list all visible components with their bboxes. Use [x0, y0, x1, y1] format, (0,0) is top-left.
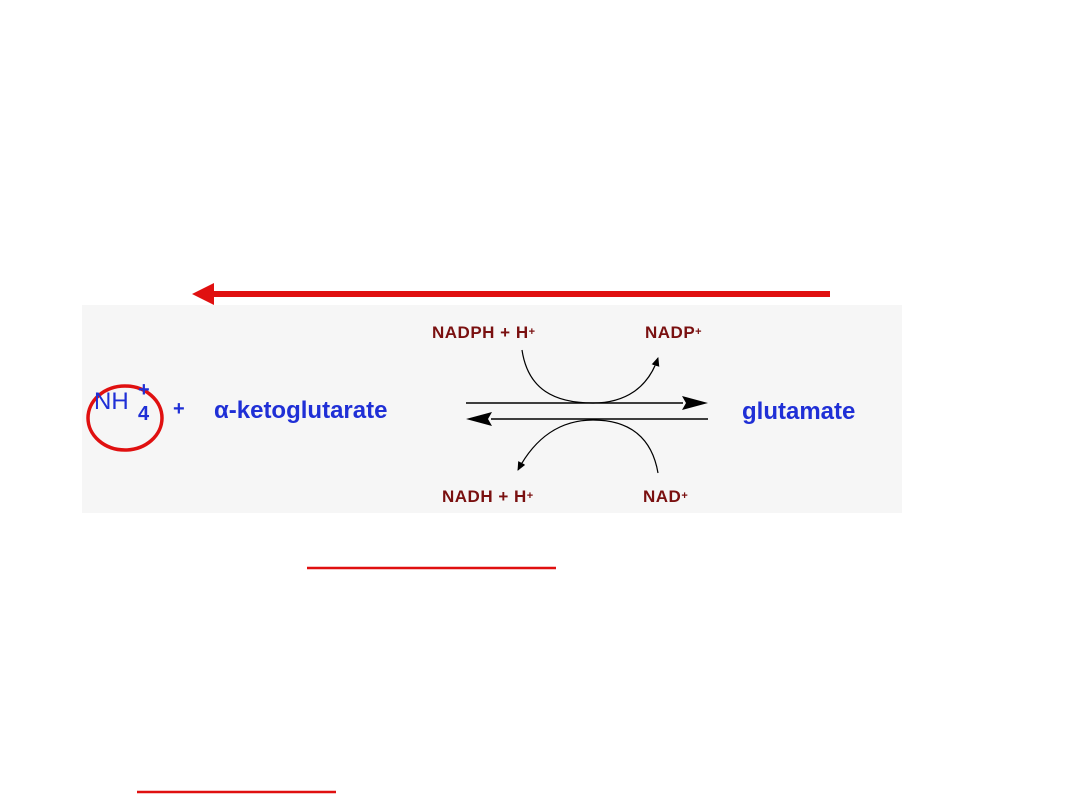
ammonium-label: NH + 4: [94, 380, 150, 424]
forward-cofactor-curve: [521, 349, 660, 404]
ammonium-highlight-circle: [86, 384, 164, 452]
nadph-label: NADPH + H+: [432, 323, 536, 342]
nad-label: NAD+: [643, 487, 689, 506]
ammonium-subscript: 4: [138, 403, 150, 425]
reverse-cofactor-curve: [517, 419, 659, 474]
nadp-label: NADP+: [645, 323, 703, 342]
reverse-reaction-arrow: [466, 412, 708, 426]
plus-sign: +: [173, 398, 185, 420]
glutamate-label: glutamate: [742, 398, 856, 425]
reaction-panel: [82, 305, 902, 513]
direction-arrow: [192, 283, 830, 305]
nadh-label: NADH + H+: [442, 487, 534, 506]
ammonium-base: NH: [94, 388, 129, 415]
alpha-ketoglutarate-label: α-ketoglutarate: [214, 397, 388, 424]
ammonium-charge: +: [138, 379, 150, 401]
forward-reaction-arrow: [466, 396, 708, 410]
